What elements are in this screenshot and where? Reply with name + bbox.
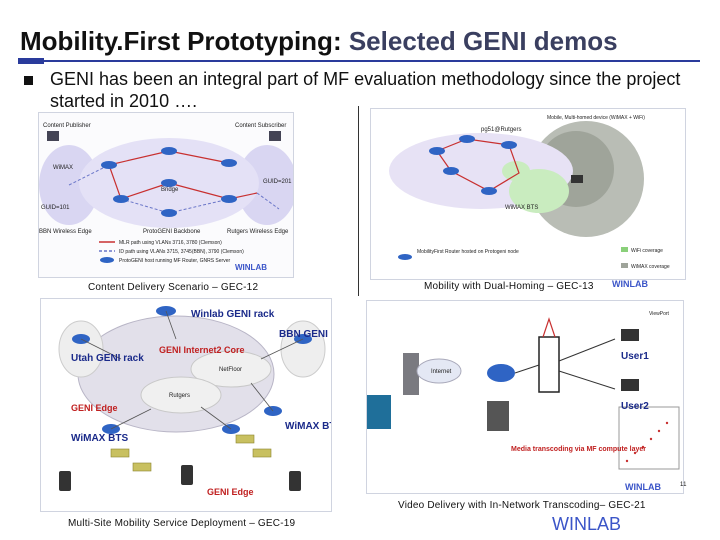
tc-transcoding-label: Media transcoding via MF compute layer [511,446,646,453]
dual-winlab-logo: WINLAB [612,279,648,289]
transcode-svg: Internet User1 User2 ViewPort Media tran… [367,311,680,470]
cdn-backbone-label: ProtoGENI Backbone [143,229,201,235]
cdn-diagram-svg: Content Publisher Content Subscriber WiM… [39,123,293,264]
footer-winlab-logo: WINLAB [552,514,622,534]
dual-caption: Mobility with Dual-Homing – GEC-13 [424,281,594,292]
cdn-subscriber-label: Content Subscriber [235,123,286,129]
dual-homing-svg: Mobile, Multi-homed device (WiMAX + WiFi… [371,109,685,279]
ms-geni-edge-left: GENI Edge [71,403,118,413]
cdn-caption: Content Delivery Scenario – GEC-12 [88,282,259,293]
transcode-page-number: 11 [680,482,687,488]
tc-user1-label: User1 [621,351,649,362]
bullet-square-icon [24,76,33,85]
tc-user2-label: User2 [621,401,649,412]
ms-bbn-rack: BBN GENI rack [279,329,331,340]
ms-geni-edge-bottom: GENI Edge [207,487,254,497]
cdn-publisher-label: Content Publisher [43,123,91,129]
tc-internet-label: Internet [431,369,452,375]
ms-winlab-rack: Winlab GENI rack [191,309,275,320]
cdn-diagram: Content Publisher Content Subscriber WiM… [38,112,294,278]
dual-homing-diagram: Mobile, Multi-homed device (WiMAX + WiFi… [370,108,686,280]
cdn-bbn-edge-label: BBN Wireless Edge [39,229,92,235]
ms-utah-rack: Utah GENI rack [71,353,144,364]
cdn-guid101-label: GUID=101 [41,205,70,211]
tc-viewport-label: ViewPort [649,311,670,317]
transcode-caption: Video Delivery with In-Network Transcodi… [398,500,646,511]
multisite-caption: Multi-Site Mobility Service Deployment –… [68,518,296,529]
dual-header: Mobile, Multi-homed device (WiMAX + WiFi… [547,115,645,121]
cdn-guid201-label: GUID=201 [263,179,292,185]
cdn-bridge-label: Bridge [161,187,179,193]
bullet-text: GENI has been an integral part of MF eva… [50,69,681,111]
multisite-diagram: Winlab GENI rack BBN GENI rack Utah GENI… [40,298,332,512]
cdn-legend-2: ID path using VLANs 3715, 3745(BBN), 379… [119,249,244,255]
ms-core-label: GENI Internet2 Core [159,345,245,355]
title-sub: Selected GENI demos [348,26,618,56]
ms-netfloor-label: NetFloor [219,367,242,373]
slide-title: Mobility.First Prototyping: Selected GEN… [20,26,618,57]
cdn-wimax-label: WiMAX [53,165,73,171]
dual-rutgers-label: pg51@Rutgers [481,127,521,133]
dual-legend-3: WiMAX coverage [631,264,670,270]
ms-wimax-right: WiMAX BTS [285,421,331,432]
panel-divider [358,106,359,296]
title-rule [18,58,700,64]
multisite-svg: Winlab GENI rack BBN GENI rack Utah GENI… [58,306,331,497]
ms-wimax-left: WiMAX BTS [71,433,128,444]
dual-wimax-label: WiMAX BTS [505,205,538,211]
transcode-diagram: Internet User1 User2 ViewPort Media tran… [366,300,684,494]
cdn-rutgers-edge-label: Rutgers Wireless Edge [227,229,289,235]
ms-rutgers-label: Rutgers [169,393,190,399]
cdn-winlab-logo: WINLAB [235,263,267,272]
cdn-legend-3: ProtoGENI host running MF Router, GNRS S… [119,258,230,264]
transcode-winlab-logo: WINLAB [625,482,661,492]
dual-legend-2: WiFi coverage [631,248,663,254]
cdn-legend-1: MLR path using VLANs 3716, 3780 (Clemson… [119,240,222,246]
title-main: Mobility.First Prototyping: [20,26,342,56]
dual-legend-1: MobilityFirst Router hosted on Protogeni… [417,249,519,255]
